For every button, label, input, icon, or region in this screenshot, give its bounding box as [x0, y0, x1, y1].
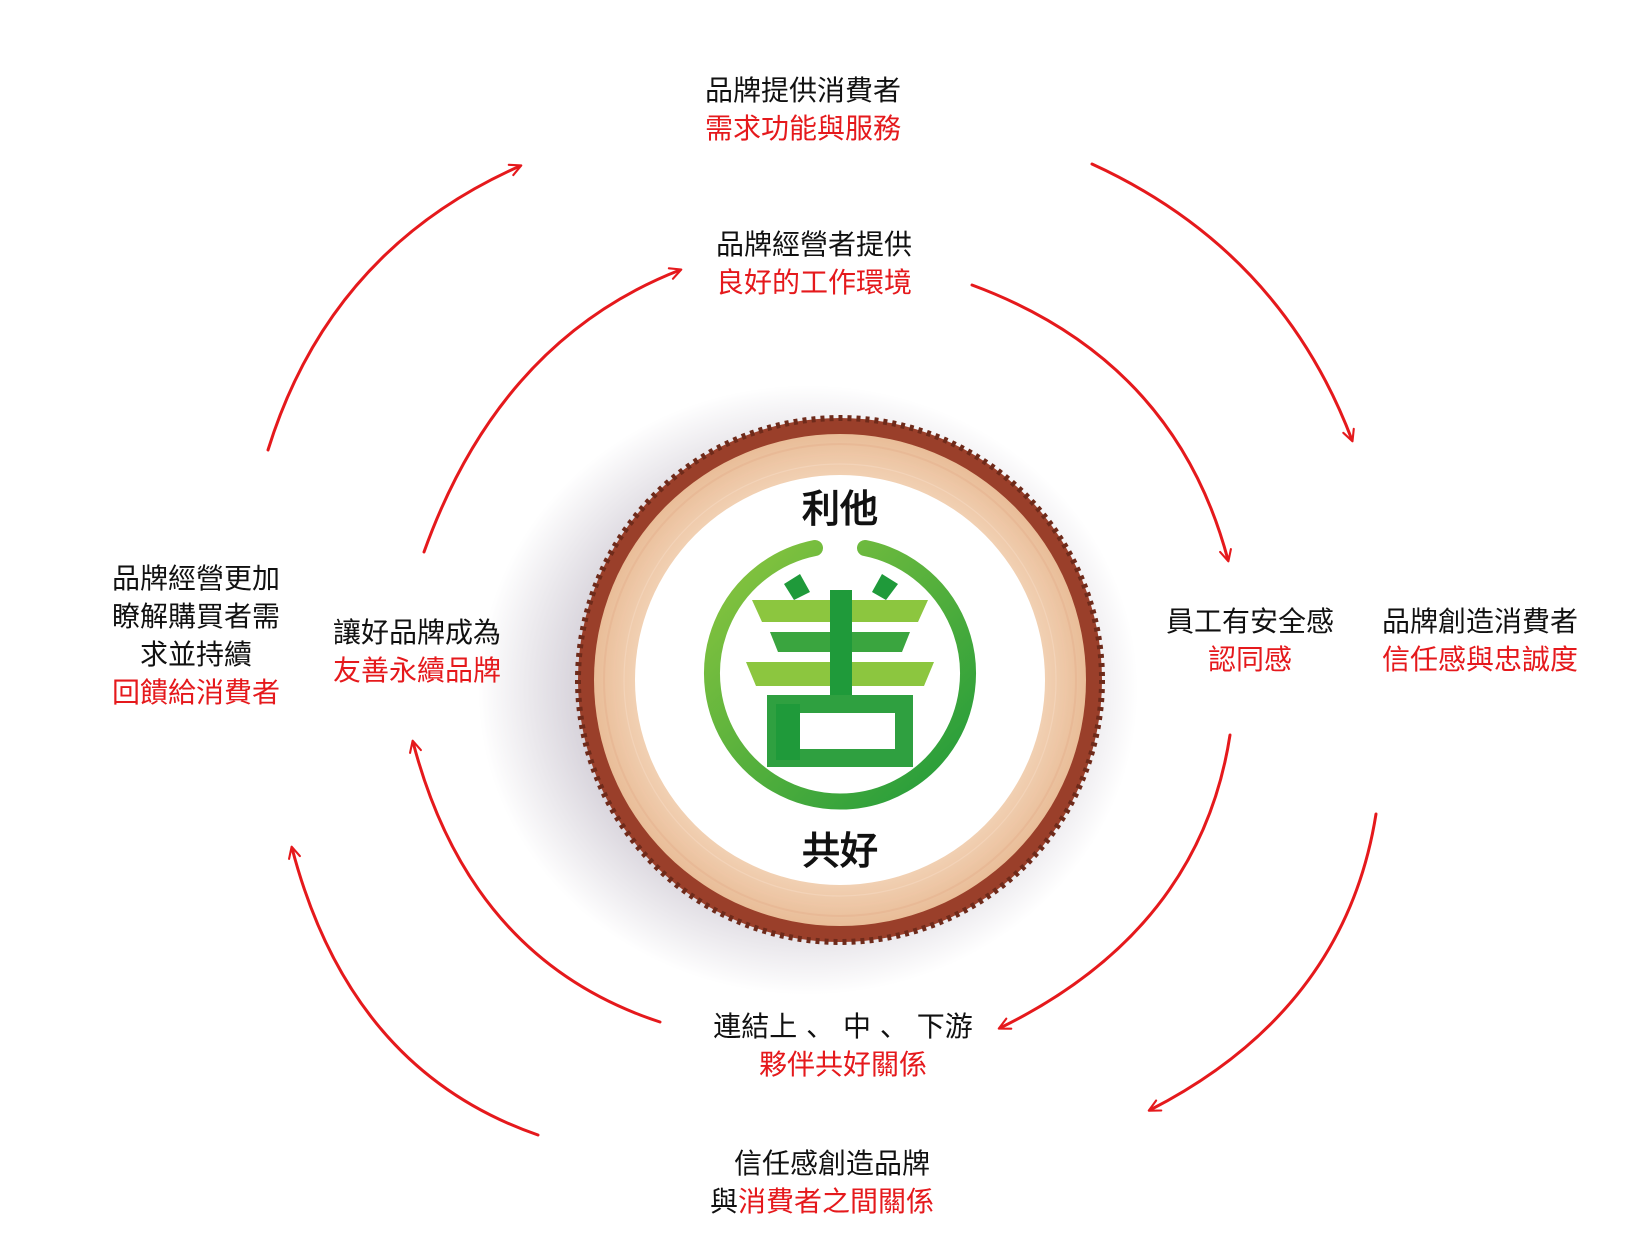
wood-ring-line [603, 443, 1077, 917]
outer-left-line3: 求並持續 [139, 638, 252, 671]
outer-top-label: 品牌提供消費者 需求功能與服務 [705, 72, 901, 148]
outer-right-line1: 品牌創造消費者 [1382, 605, 1579, 638]
outer-ring-arrows [266, 162, 1378, 1137]
wood-ring-line [613, 453, 1067, 907]
emblem-stroke [872, 574, 898, 600]
emblem-stroke [830, 590, 852, 700]
outer-arrow-top-right [1090, 162, 1355, 443]
inner-bottom-label: 連結上 、 中 、 下游 夥伴共好關係 [698, 1008, 988, 1084]
wood-slice [478, 385, 1138, 995]
inner-ring-arrows [409, 267, 1232, 1030]
outer-right-label: 品牌創造消費者 信任感與忠誠度 [1382, 603, 1578, 679]
inner-top-label: 品牌經營者提供 良好的工作環境 [716, 226, 912, 302]
inner-top-line1: 品牌經營者提供 [716, 228, 913, 261]
outer-arrow-bottom-left [288, 845, 540, 1137]
inner-arrow-top-right [970, 283, 1232, 563]
outer-bottom-label: 信任感創造品牌 與消費者之間關係 [710, 1145, 934, 1221]
inner-arrow-bottom-left [409, 739, 662, 1024]
inner-top-line2: 良好的工作環境 [716, 266, 913, 299]
outer-right-line2: 信任感與忠誠度 [1382, 643, 1579, 676]
outer-bottom-line2-prefix: 與 [710, 1185, 739, 1218]
outer-arrow-top-left [266, 163, 523, 452]
outer-bottom-line2-red: 消費者之間關係 [738, 1185, 935, 1218]
emblem-stroke [784, 574, 810, 600]
shan-character-emblem-icon [704, 540, 976, 810]
outer-top-line1: 品牌提供消費者 [705, 74, 902, 107]
inner-arrow-bottom-right [997, 733, 1232, 1030]
emblem-ring [704, 540, 976, 810]
outer-bottom-line2: 與消費者之間關係 [710, 1183, 934, 1221]
outer-bottom-line1: 信任感創造品牌 [734, 1147, 931, 1180]
outer-left-line1: 品牌經營更加 [111, 562, 280, 595]
inner-right-label: 員工有安全感 認同感 [1150, 603, 1350, 679]
inner-left-line1: 讓好品牌成為 [333, 616, 502, 649]
inner-left-label: 讓好品牌成為 友善永續品牌 [333, 614, 501, 690]
outer-left-line4: 回饋給消費者 [111, 676, 280, 709]
inner-arrow-top-left [422, 267, 683, 554]
center-bottom-label: 共好 [801, 829, 878, 873]
outer-arrow-bottom-right [1147, 812, 1378, 1112]
inner-bottom-line1: 連結上 、 中 、 下游 [713, 1010, 973, 1043]
inner-right-line1: 員工有安全感 [1165, 605, 1334, 638]
inner-right-line2: 認同感 [1207, 643, 1292, 676]
wood-ring-line [623, 463, 1057, 897]
outer-top-line2: 需求功能與服務 [705, 112, 902, 145]
inner-left-line2: 友善永續品牌 [333, 654, 502, 687]
inner-bottom-line2: 夥伴共好關係 [758, 1048, 927, 1081]
emblem-stroke [776, 704, 800, 760]
outer-left-label: 品牌經營更加 瞭解購買者需 求並持續 回饋給消費者 [96, 560, 296, 712]
outer-left-line2: 瞭解購買者需 [111, 600, 280, 633]
wood-bark-edge [575, 415, 1105, 945]
center-top-label: 利他 [801, 487, 878, 531]
